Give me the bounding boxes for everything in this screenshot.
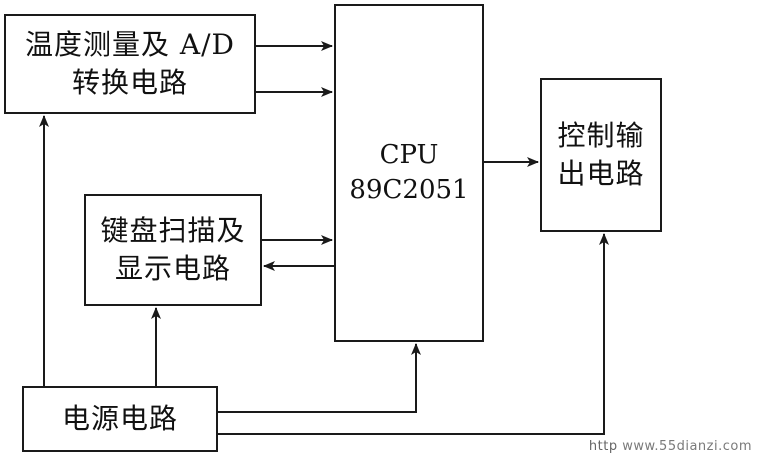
block-label-line: 电源电路 — [61, 402, 178, 436]
temp-measure-adc-block: 温度测量及 A/D 转换电路 — [4, 14, 256, 114]
control-output-block: 控制输 出电路 — [540, 78, 662, 232]
watermark-prefix: http — [588, 439, 618, 454]
block-label-line: 转换电路 — [71, 66, 188, 99]
block-label-line: 出电路 — [557, 157, 645, 190]
block-label-line: CPU — [379, 139, 439, 170]
block-label-line: 89C2051 — [349, 175, 469, 205]
watermark-site: www.55dianzi.com — [622, 439, 752, 454]
arrow-power-to-control — [218, 233, 609, 435]
cpu-block: CPU 89C2051 — [334, 4, 484, 342]
arrow-power-to-cpu — [218, 343, 421, 413]
watermark: http www.55dianzi.com — [589, 439, 752, 454]
block-label-line: 显示电路 — [114, 252, 231, 285]
block-label-line: 键盘扫描及 — [100, 214, 246, 248]
block-label-line: 控制输 — [557, 119, 645, 153]
keyboard-display-block: 键盘扫描及 显示电路 — [84, 194, 262, 306]
block-label-line: 温度测量及 A/D — [24, 28, 235, 62]
power-supply-block: 电源电路 — [22, 386, 218, 452]
